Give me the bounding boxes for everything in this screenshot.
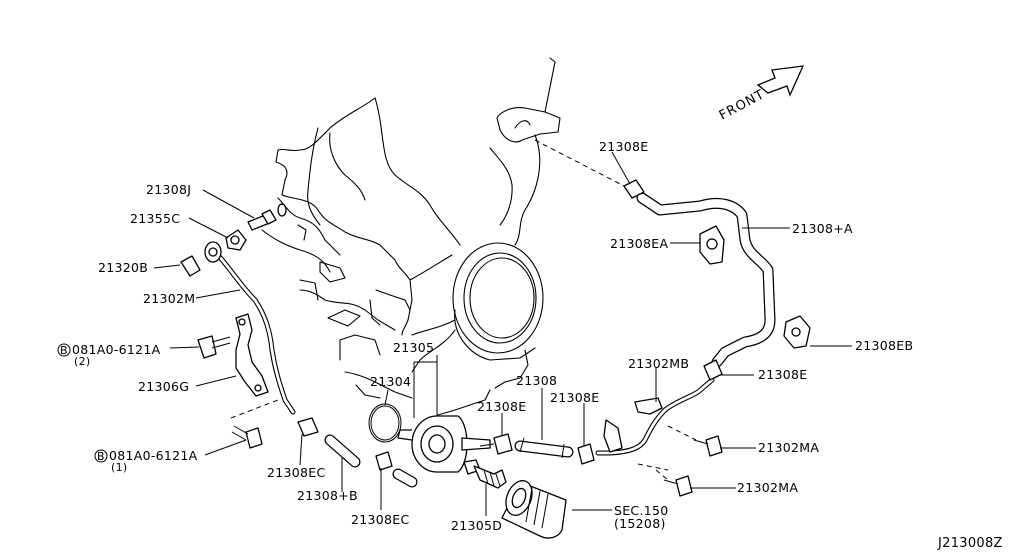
label-sec150: SEC.150 — [614, 503, 669, 518]
label-21308EC-1: 21308EC — [267, 465, 326, 480]
label-sec150-sub: (15208) — [614, 516, 666, 531]
clamp-21308E-mid — [479, 433, 513, 455]
bracket-21302MB — [603, 397, 663, 453]
oil-cooler-21305 — [397, 415, 491, 473]
alignment-lines — [230, 139, 697, 481]
label-21302MA-2: 21302MA — [737, 480, 798, 495]
label-21302M: 21302M — [143, 291, 195, 306]
clamp-21308E-right — [703, 359, 723, 381]
o-ring-21304 — [368, 403, 402, 443]
clamp-21308EC-2 — [375, 451, 393, 471]
clamp-21308EB — [783, 315, 811, 349]
label-21305D: 21305D — [451, 518, 502, 533]
bolt-marker-letter: B — [60, 344, 68, 357]
bolt-marker-letter: B — [97, 450, 105, 463]
label-21302MB: 21302MB — [628, 356, 689, 371]
label-21305: 21305 — [393, 340, 434, 355]
clamp-21308E-mid2 — [577, 443, 595, 465]
label-21306G: 21306G — [138, 379, 189, 394]
label-21308EB: 21308EB — [855, 338, 913, 353]
engine-outline — [261, 57, 561, 416]
label-21308B: 21308+B — [297, 488, 358, 503]
label-21308E-right: 21308E — [758, 367, 807, 382]
bracket-21306G — [235, 313, 269, 397]
bolt-081A0-lower — [231, 425, 263, 449]
front-label: FRONT — [717, 87, 768, 123]
part-21355C — [225, 229, 247, 251]
bolt-qty-2: (2) — [74, 355, 90, 368]
callout-labels: 21308E 21308J 21355C 21308EA 21308+A 213… — [57, 139, 1003, 551]
label-bolt-081A0-1: 081A0-6121A — [109, 448, 198, 463]
pipe-21302M — [212, 249, 296, 415]
figure-code: J213008Z — [937, 536, 1003, 551]
connector-21305D — [463, 459, 507, 489]
label-21320B: 21320B — [98, 260, 148, 275]
label-21308: 21308 — [516, 373, 557, 388]
hose-21308B — [324, 434, 361, 468]
leader-lines — [153, 151, 852, 516]
bolt-callout-2: B 081A0-6121A (2) — [57, 342, 161, 368]
part-21308J — [247, 203, 287, 231]
hose-21308A — [636, 192, 776, 368]
part-21320B — [180, 241, 222, 277]
label-21308A: 21308+A — [792, 221, 853, 236]
clamp-21308E-top — [623, 179, 645, 199]
bolt-21302MA-1 — [693, 435, 723, 457]
label-21302MA-1: 21302MA — [758, 440, 819, 455]
label-21304: 21304 — [370, 374, 411, 389]
pipe-21302MB — [595, 377, 715, 456]
label-21308E-top: 21308E — [599, 139, 648, 154]
label-21308EA: 21308EA — [610, 236, 668, 251]
clamp-21308EC-1 — [297, 417, 319, 437]
label-21355C: 21355C — [130, 211, 180, 226]
label-bolt-081A0-2: 081A0-6121A — [72, 342, 161, 357]
label-21308EC-2: 21308EC — [351, 512, 410, 527]
hose-21308 — [514, 437, 574, 459]
label-21308E-mid: 21308E — [477, 399, 526, 414]
bolt-callout-1: B 081A0-6121A (1) — [94, 448, 198, 474]
bolt-21302MA-2 — [663, 475, 693, 497]
clamp-21308EA — [699, 225, 725, 265]
bolt-qty-1: (1) — [111, 461, 127, 474]
label-21308E-mid2: 21308E — [550, 390, 599, 405]
label-21308J: 21308J — [146, 182, 191, 197]
bolt-081A0-upper — [197, 335, 231, 359]
front-arrow: FRONT — [717, 65, 805, 124]
hose-lower — [392, 468, 418, 488]
oil-filter — [501, 480, 567, 539]
